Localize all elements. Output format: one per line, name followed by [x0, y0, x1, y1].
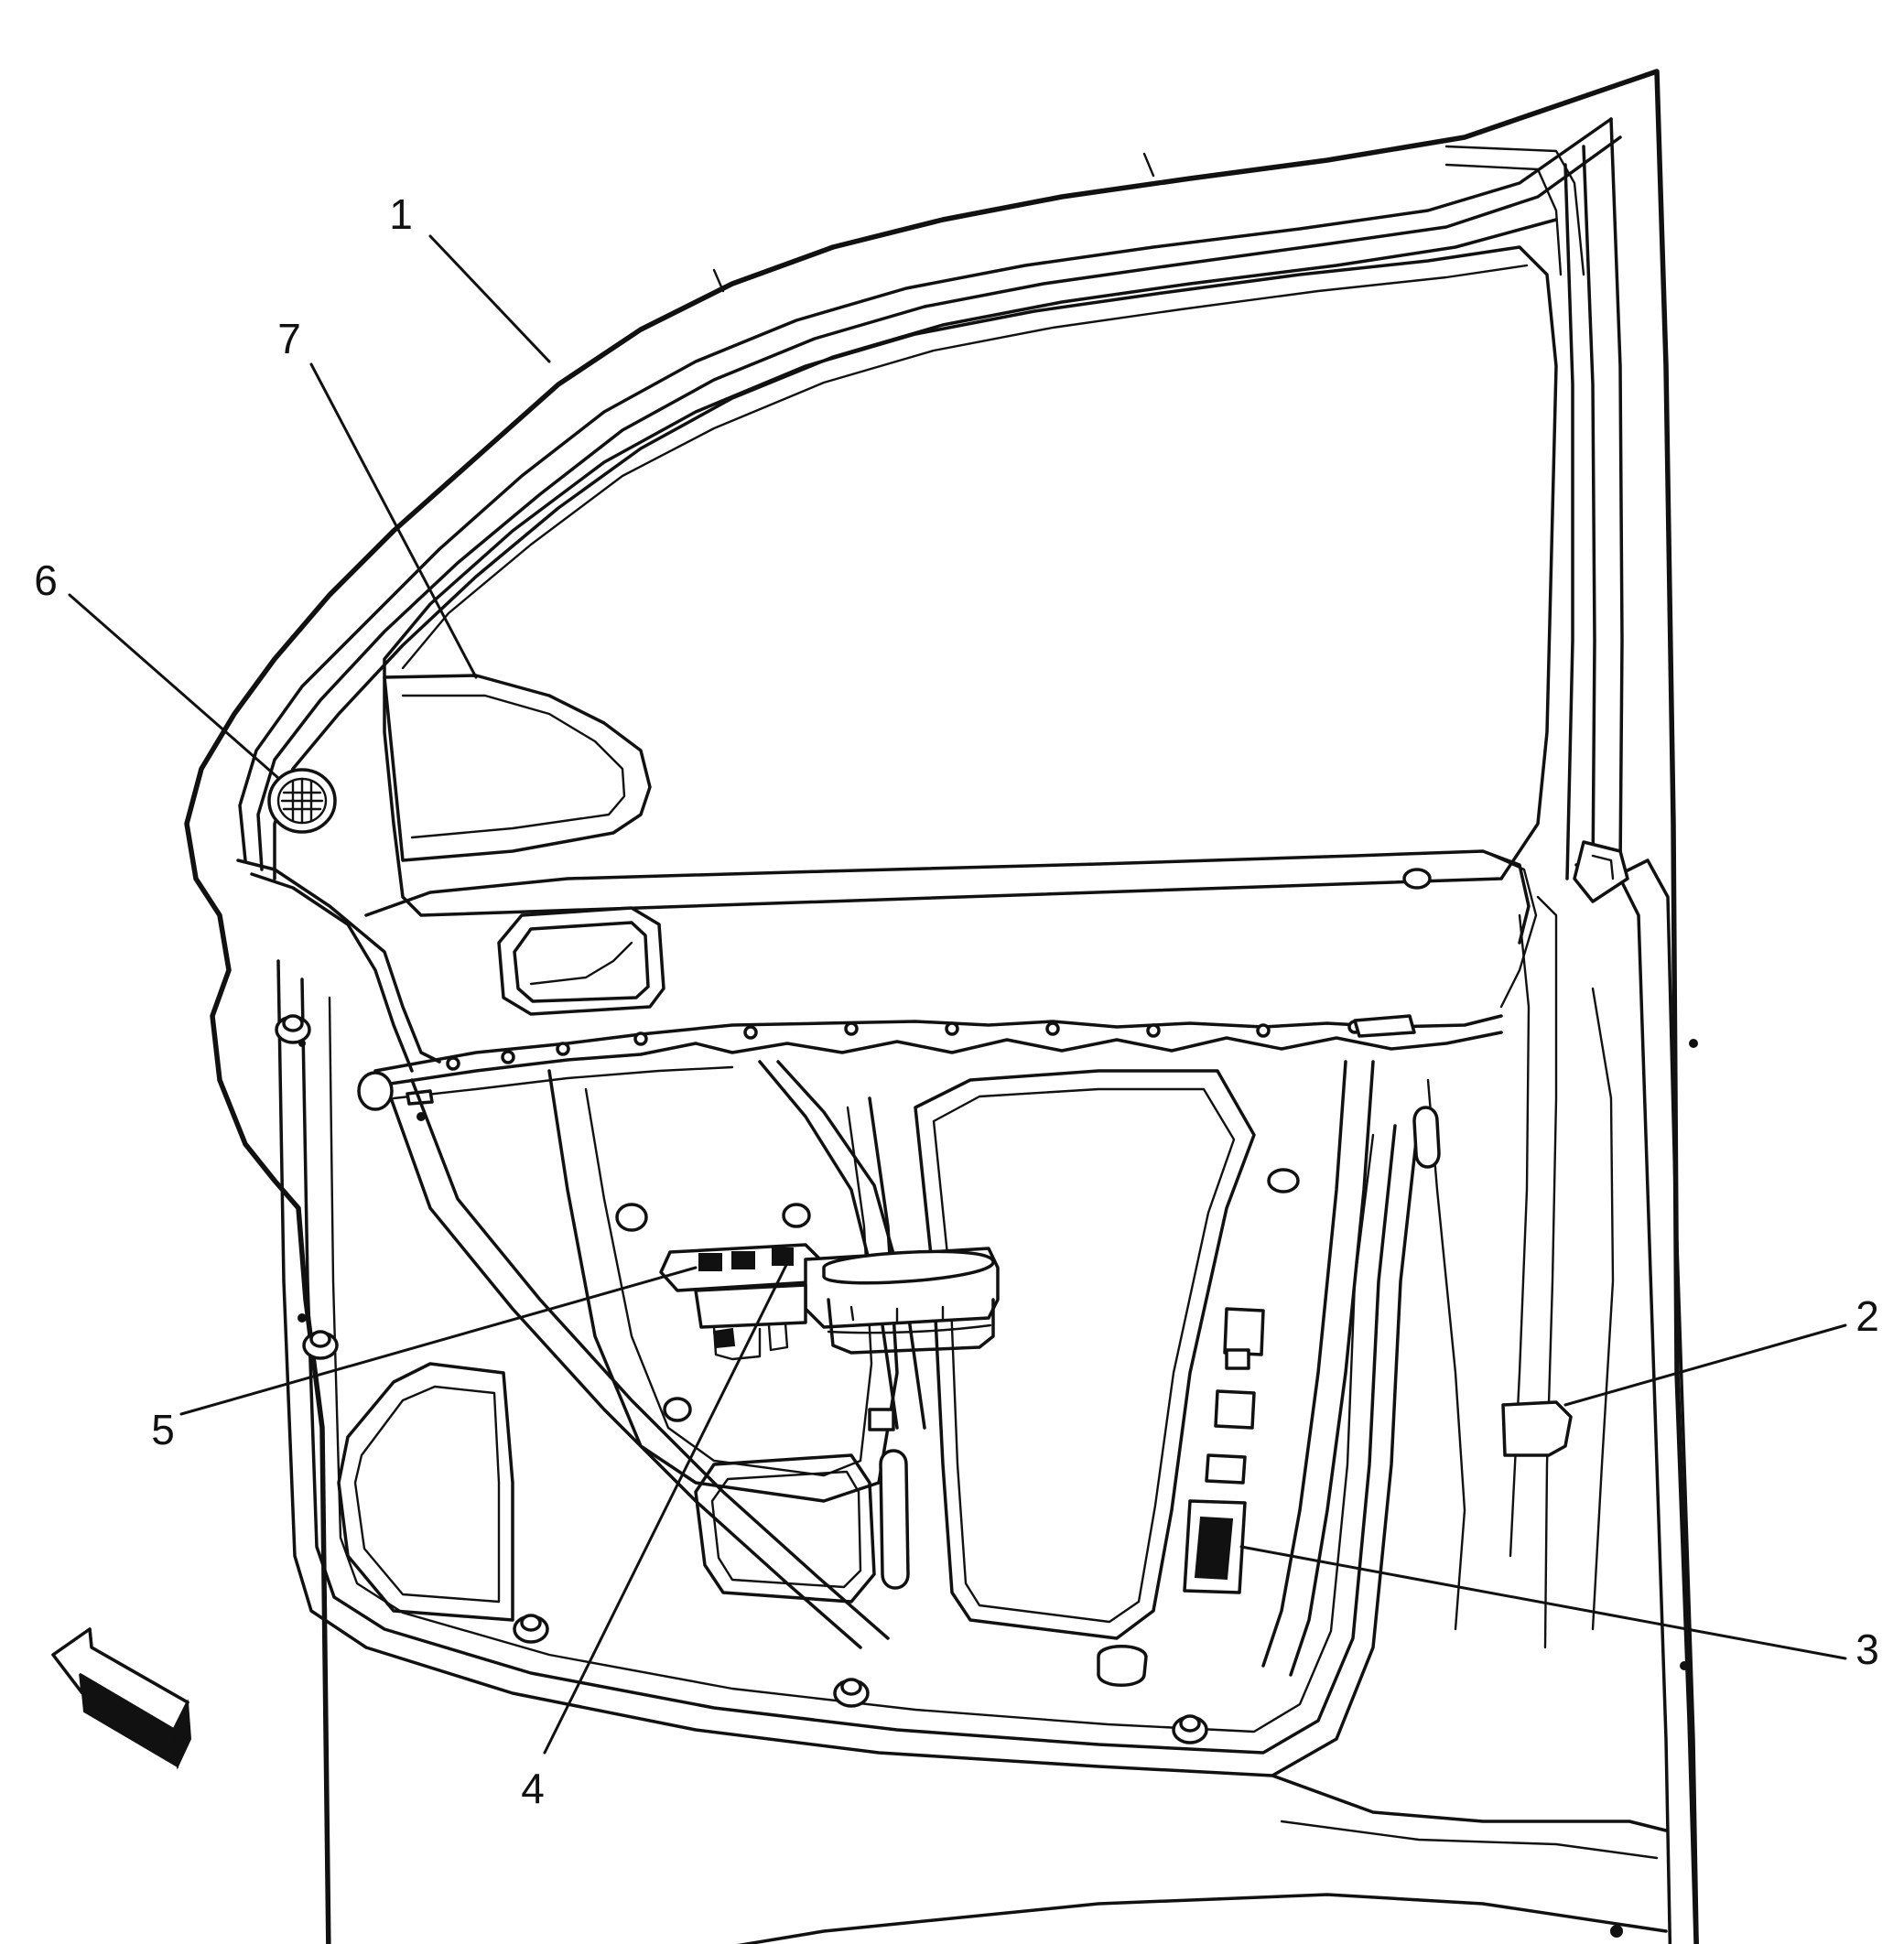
callout-4: 4 [521, 1765, 545, 1812]
trim-panel-upper [236, 849, 1538, 1106]
door-latch-cover [1501, 1400, 1573, 1457]
window-switch [694, 1247, 807, 1361]
callout-6: 6 [34, 556, 58, 604]
leader-6 [68, 593, 280, 780]
callout-3: 3 [1855, 1625, 1879, 1673]
callout-7: 7 [277, 315, 301, 362]
callout-2: 2 [1855, 1292, 1879, 1340]
leader-4 [543, 1261, 789, 1755]
callout-5: 5 [151, 1406, 175, 1453]
leader-3 [1239, 1545, 1847, 1660]
leader-7 [309, 362, 478, 679]
access-hole-plug [1183, 1499, 1247, 1594]
leader-2 [1563, 1323, 1847, 1407]
callout-1: 1 [389, 190, 413, 238]
mirror-cover [383, 674, 652, 862]
tweeter-speaker [267, 768, 337, 834]
view-arrow-icon [51, 1627, 192, 1770]
leader-5 [179, 1266, 698, 1416]
fastener-bolts [275, 1014, 1208, 1744]
callout-leaders [68, 234, 1847, 1755]
door-frame [184, 69, 1699, 1944]
callout-labels: 1 2 3 4 5 6 7 [34, 190, 1879, 1812]
leader-1 [428, 234, 551, 363]
inner-door-panel [275, 959, 1698, 1944]
